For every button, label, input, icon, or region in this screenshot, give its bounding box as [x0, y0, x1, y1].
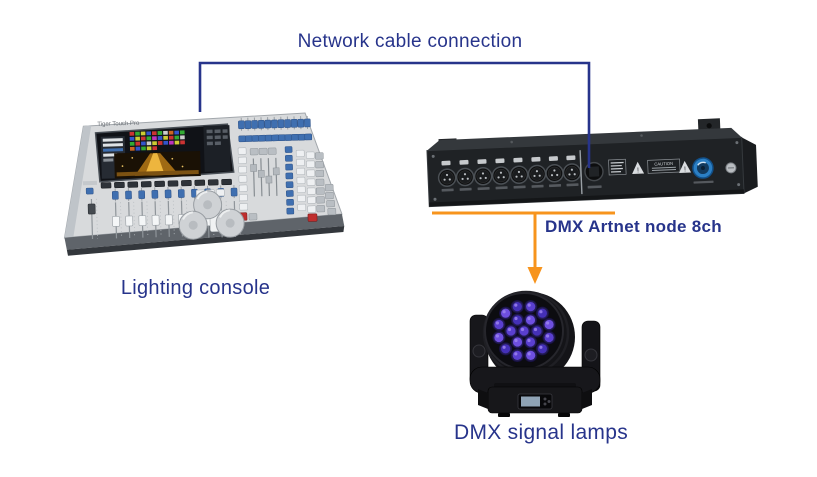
console-screen-visualiser	[114, 150, 201, 179]
artnet-node-illustration: ! CAUTION !	[426, 118, 758, 208]
artnet-node-label: DMX Artnet node 8ch	[545, 217, 722, 236]
rack-caution-label: CAUTION	[647, 158, 681, 174]
warning-triangle-icon: !	[679, 160, 692, 173]
svg-text:CAUTION: CAUTION	[654, 161, 673, 167]
network-cable-label: Network cable connection	[297, 31, 523, 52]
svg-text:!: !	[637, 167, 639, 174]
rack-powercon-inlet	[692, 157, 714, 184]
lighting-console-label: Lighting console	[120, 277, 271, 299]
rack-pinout-label	[608, 158, 627, 176]
rack-fuse-holder	[725, 162, 737, 174]
console-encoder-wheels	[178, 189, 245, 240]
console-master-fader	[82, 180, 98, 240]
lighting-console-illustration: Tiger Touch Pro	[63, 112, 345, 256]
dmx-lamps-label: DMX signal lamps	[453, 421, 629, 444]
lamp-display	[521, 396, 540, 407]
svg-text:!: !	[684, 166, 686, 173]
warning-triangle-icon: !	[632, 161, 645, 174]
console-touchscreen	[94, 123, 235, 183]
lamp-base	[478, 383, 592, 417]
console-brand: Tiger Touch Pro	[97, 121, 140, 128]
dmx-lamp-illustration	[469, 290, 601, 417]
